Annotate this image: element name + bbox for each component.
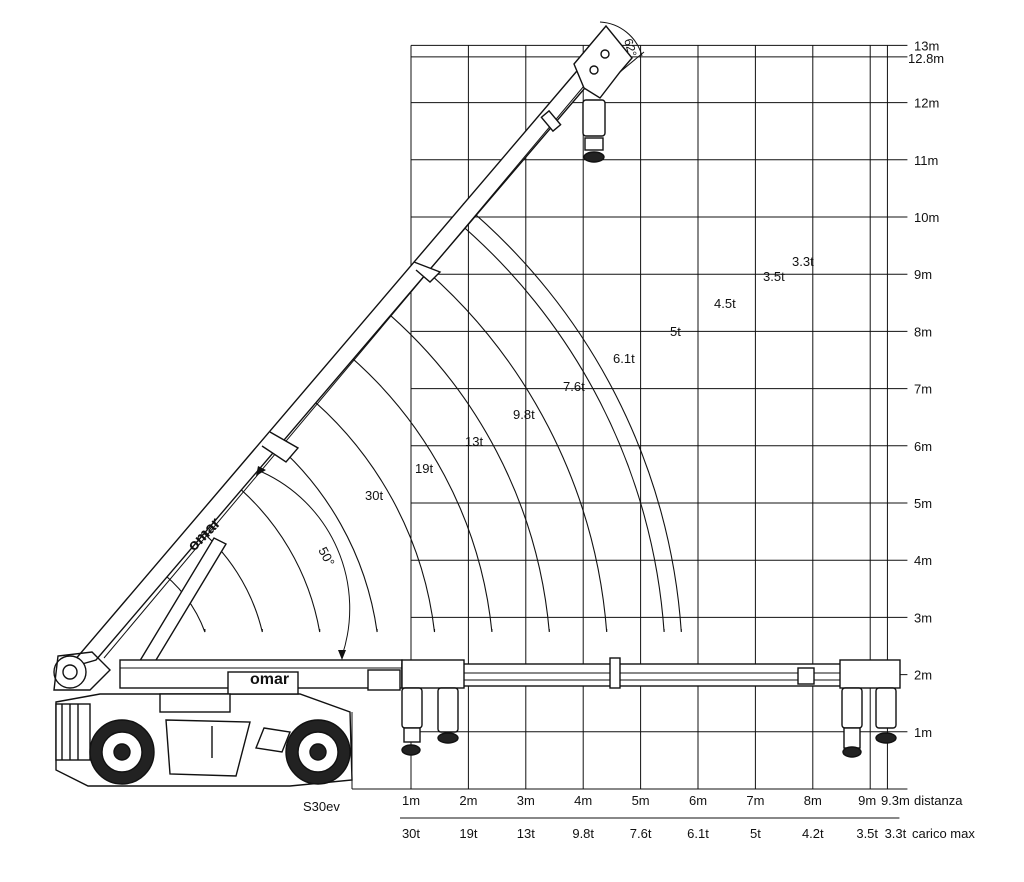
height-label: 10m <box>914 210 939 225</box>
distance-axis-label: distanza <box>914 793 963 808</box>
height-label: 8m <box>914 324 932 339</box>
load-label: 9.8t <box>572 826 594 841</box>
load-label: 3.5t <box>856 826 878 841</box>
height-label: 2m <box>914 668 932 683</box>
load-arc <box>377 304 550 633</box>
boom-section-joint <box>261 431 300 463</box>
distance-label: 5m <box>632 793 650 808</box>
tip-angle-arc <box>599 21 643 57</box>
arc-label: 13t <box>465 434 483 449</box>
tip-angle-label: 62° <box>621 37 640 58</box>
distance-label: 8m <box>804 793 822 808</box>
boom-angle-label: 50° <box>315 544 337 568</box>
load-label: 5t <box>750 826 761 841</box>
distance-label: 9.3m <box>881 793 910 808</box>
height-label: 5m <box>914 496 932 511</box>
wheel-rear <box>89 719 155 785</box>
height-label: 1m <box>914 725 932 740</box>
load-label: 30t <box>402 826 420 841</box>
distance-label: 2m <box>459 793 477 808</box>
height-label: 11m <box>914 153 938 168</box>
distance-label: 4m <box>574 793 592 808</box>
arc-label: 6.1t <box>613 351 635 366</box>
load-arc <box>193 524 263 633</box>
arc-label: 3.3t <box>792 254 814 269</box>
arc-label: 9.8t <box>513 407 535 422</box>
wheel-front <box>285 719 351 785</box>
height-label: 9m <box>914 267 932 282</box>
boom <box>65 57 604 670</box>
load-arc <box>451 216 665 633</box>
height-label: 13m <box>914 38 939 53</box>
carriage-1m <box>401 659 465 756</box>
model-label: S30ev <box>303 799 340 814</box>
height-label: 12.8m <box>908 51 944 66</box>
boom-angle-arc <box>261 471 351 657</box>
arc-label: 5t <box>670 324 681 339</box>
height-label: 4m <box>914 553 932 568</box>
crane-drawing <box>53 21 901 787</box>
arc-label: 19t <box>415 461 433 476</box>
boom-section-joint <box>413 261 442 283</box>
arc-label: 7.6t <box>563 379 585 394</box>
boom-head <box>540 24 633 163</box>
load-arc <box>414 260 608 633</box>
distance-label: 1m <box>402 793 420 808</box>
distance-label: 7m <box>746 793 764 808</box>
boom-inner-line <box>103 73 595 659</box>
height-label: 3m <box>914 610 932 625</box>
load-arc <box>267 436 378 633</box>
load-label: 4.2t <box>802 826 824 841</box>
axis-labels: 30t19t13t9.8t7.6t6.1t5t4.5t3.5t3.3t13m12… <box>365 38 975 841</box>
distance-label: 3m <box>517 793 535 808</box>
load-label: 3.3t <box>885 826 907 841</box>
height-label: 12m <box>914 96 939 111</box>
arc-label: 4.5t <box>714 296 736 311</box>
grid <box>351 44 908 819</box>
distance-label: 9m <box>858 793 876 808</box>
load-arc <box>340 348 493 633</box>
load-label: 7.6t <box>630 826 652 841</box>
load-arc <box>462 203 682 633</box>
load-axis-label: carico max <box>912 826 975 841</box>
arc-label: 3.5t <box>763 269 785 284</box>
arc-label: 30t <box>365 488 383 503</box>
height-label: 7m <box>914 382 932 397</box>
load-label: 6.1t <box>687 826 709 841</box>
chassis-logo: omar <box>250 671 289 688</box>
load-arc <box>230 480 321 633</box>
carriage-9m <box>839 659 901 758</box>
load-arc <box>303 392 436 633</box>
load-label: 19t <box>459 826 477 841</box>
distance-label: 6m <box>689 793 707 808</box>
height-label: 6m <box>914 439 932 454</box>
boom-pivot <box>53 651 111 691</box>
load-label: 13t <box>517 826 535 841</box>
